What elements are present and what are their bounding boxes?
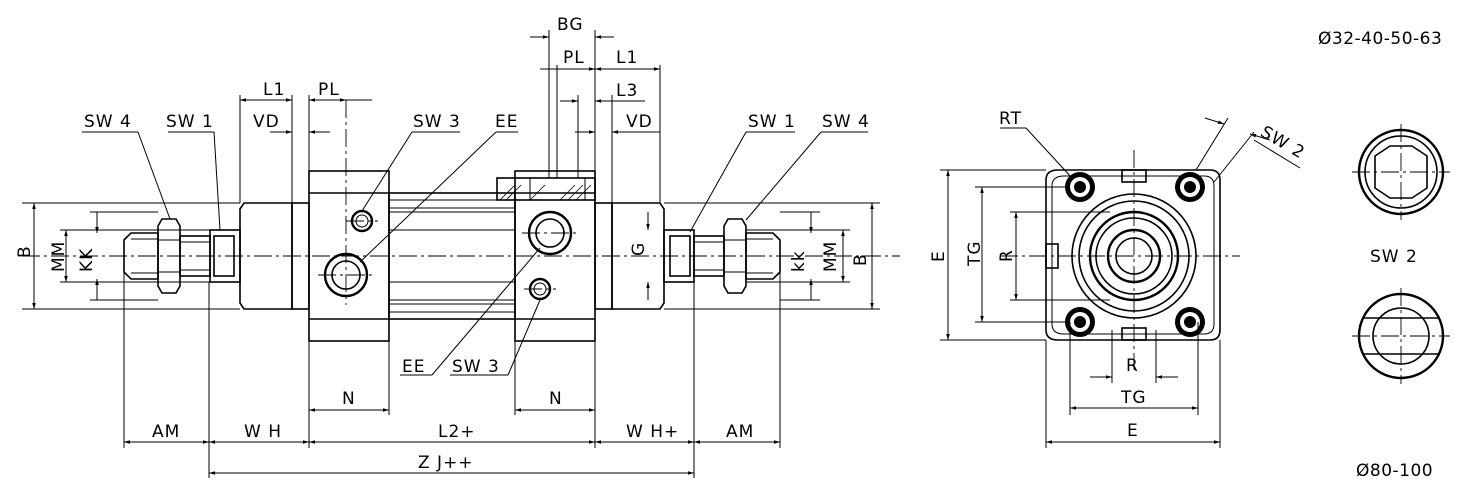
label-l1-left: L1	[263, 80, 285, 100]
label-kk-left: KK	[77, 248, 97, 272]
label-n-left: N	[342, 389, 356, 409]
left-head-block	[308, 100, 390, 342]
label-mm-left: MM	[49, 241, 69, 272]
corner-screw-tl	[1065, 172, 1095, 202]
label-tg-bottom: TG	[1120, 388, 1147, 408]
label-ee-top: EE	[495, 112, 518, 132]
front-view: RT SW 2 E TG R R TG E	[929, 109, 1308, 448]
label-n-right: N	[549, 389, 563, 409]
label-sw3-top: SW 3	[413, 112, 461, 132]
front-dimensions	[940, 117, 1301, 448]
corner-screw-bl	[1065, 307, 1095, 337]
label-r-bottom: R	[1126, 356, 1139, 376]
label-sw1-right: SW 1	[748, 112, 796, 132]
label-r-side: R	[997, 249, 1017, 262]
label-e-bottom: E	[1127, 421, 1139, 441]
side-view: BG PL L1 L3 VD L1 PL VD SW 4 SW 1 SW 3 E…	[15, 15, 900, 478]
bore-sizes-top: Ø32-40-50-63	[1318, 29, 1442, 49]
label-sw2-detail: SW 2	[1370, 247, 1418, 267]
label-kk-right: kk	[789, 250, 809, 272]
right-head-block	[496, 170, 596, 342]
bore-sizes-bottom: Ø80-100	[1356, 461, 1433, 481]
label-pl-left: PL	[318, 80, 340, 100]
label-l1-top: L1	[616, 48, 638, 68]
left-rod-end	[123, 218, 241, 294]
label-am-left: AM	[152, 422, 180, 442]
right-rod-end	[663, 218, 781, 294]
label-l3: L3	[616, 81, 638, 101]
detail-slot	[1352, 288, 1450, 384]
label-mm-right: MM	[821, 241, 841, 272]
label-g: G	[629, 242, 649, 256]
side-dimensions	[22, 30, 880, 478]
detail-views: SW 2	[1352, 124, 1450, 384]
label-sw4-left: SW 4	[84, 112, 132, 132]
label-b-left: B	[15, 245, 35, 258]
label-sw3-bottom: SW 3	[452, 357, 500, 377]
detail-hex	[1352, 124, 1450, 220]
label-am-right: AM	[726, 422, 754, 442]
corner-screw-tr	[1175, 172, 1205, 202]
label-wh-right: W H+	[626, 422, 679, 442]
label-wh-left: W H	[244, 422, 282, 442]
label-pl-top: PL	[563, 48, 585, 68]
label-vd-right: VD	[626, 112, 653, 132]
label-e-side: E	[929, 250, 949, 262]
corner-screw-br	[1175, 307, 1205, 337]
label-sw1-left: SW 1	[166, 112, 214, 132]
label-rt: RT	[999, 109, 1022, 129]
label-b-right: B	[851, 253, 871, 266]
label-ee-bottom: EE	[402, 357, 425, 377]
label-zj: Z J++	[418, 453, 474, 473]
label-bg: BG	[557, 15, 584, 35]
label-tg-side: TG	[965, 240, 985, 267]
label-vd-left: VD	[253, 112, 280, 132]
label-sw4-right: SW 4	[822, 112, 870, 132]
label-l2: L2+	[438, 422, 476, 442]
